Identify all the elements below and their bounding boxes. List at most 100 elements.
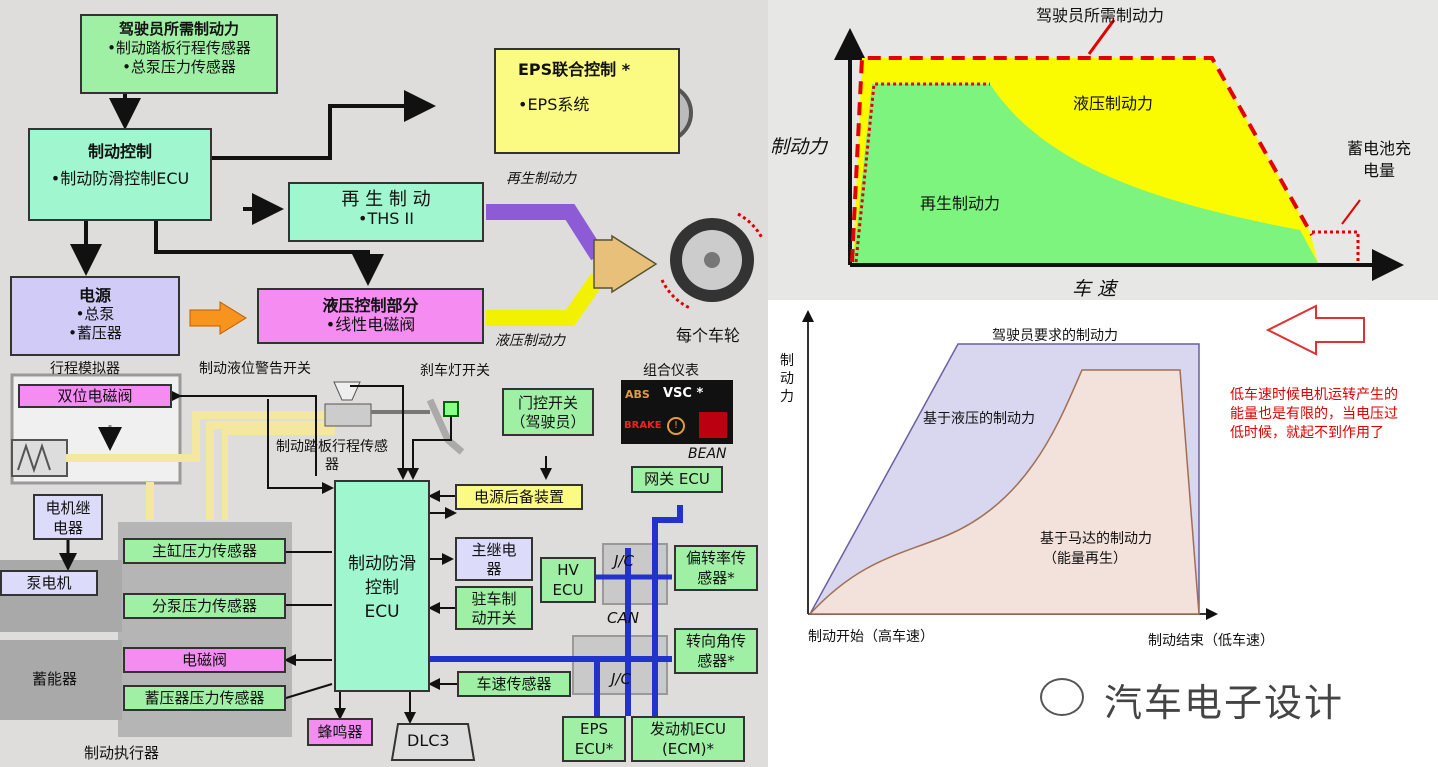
motor-relay-line2: 电器	[52, 519, 83, 537]
battery-charge-label: 蓄电池充电量	[1346, 139, 1411, 180]
top-chart-ylabel: 制动力	[770, 136, 828, 158]
junction-connector-2-label: J/C	[611, 670, 631, 688]
bottom-chart-title: 驾驶员要求的制动力	[992, 328, 1118, 344]
door-switch-line1: 门控开关	[517, 394, 578, 412]
regen-brake-box: 再 生 制 动 •THS II	[288, 182, 484, 242]
main-relay-box: 主继电 器	[455, 537, 533, 581]
skid-control-ecu-box: 制动防滑 控制 ECU	[334, 480, 430, 692]
accumulator-label: 蓄能器	[32, 670, 78, 688]
regen-area-label: 再生制动力	[920, 194, 1001, 213]
wheel-cylinder-sensor-label: 分泵压力传感器	[151, 597, 257, 615]
eps-ecu-line1: EPS	[579, 720, 609, 738]
abs-warning-icon: ABS	[625, 388, 650, 401]
master-cylinder-sensor-label: 主缸压力传感器	[151, 542, 257, 560]
solenoid-valve-box: 电磁阀	[123, 647, 286, 673]
fluid-level-switch-label: 制动液位警告开关	[199, 361, 311, 377]
wechat-logo-icon	[1040, 678, 1084, 716]
steering-angle-sensor-box: 转向角传 感器*	[674, 628, 758, 674]
power-source-line1: •总泵	[75, 305, 115, 323]
main-relay-line1: 主继电	[471, 541, 517, 559]
watermark-text: 汽车电子设计	[1104, 681, 1345, 725]
eps-coop-box: EPS联合控制 * •EPS系统	[494, 48, 680, 154]
hv-ecu-line1: HV	[557, 561, 579, 579]
pedal-sensor-line2: 器	[325, 457, 339, 473]
hydraulic-control-box: 液压控制部分 •线性电磁阀	[257, 288, 484, 344]
driver-demand-line1: •制动踏板行程传感器	[107, 39, 251, 57]
power-source-line2: •蓄压器	[68, 324, 122, 342]
door-switch-box: 门控开关 （驾驶员）	[502, 388, 594, 436]
hydraulic-based-label: 基于液压的制动力	[923, 411, 1035, 427]
wheel-cylinder-sensor-box: 分泵压力传感器	[123, 593, 286, 619]
combination-meter-panel: ABS VSC * BRAKE !	[621, 380, 733, 444]
hydraulic-force-label: 液压制动力	[495, 333, 565, 349]
vsc-warning-icon: VSC *	[663, 386, 704, 401]
engine-ecu-box: 发动机ECU (ECM)*	[631, 716, 745, 762]
top-chart-xlabel: 车 速	[1072, 278, 1117, 300]
eps-coop-line1: •EPS系统	[518, 95, 590, 114]
pump-motor-box: 泵电机	[0, 570, 98, 596]
master-cylinder-sensor-box: 主缸压力传感器	[123, 538, 286, 564]
brake-actuator-label: 制动执行器	[84, 744, 160, 762]
speed-sensor-label: 车速传感器	[476, 675, 552, 693]
solenoid-valve-label: 电磁阀	[181, 651, 227, 669]
gateway-ecu-label: 网关 ECU	[644, 470, 710, 488]
motor-relay-box: 电机继 电器	[33, 494, 103, 540]
pump-motor-label: 泵电机	[26, 574, 72, 592]
engine-ecu-line2: (ECM)*	[661, 740, 715, 758]
junction-connector-1-label: J/C	[614, 552, 634, 570]
wheel-label: 每个车轮	[676, 326, 741, 345]
x-axis-end-label: 制动结束（低车速）	[1148, 633, 1274, 649]
door-switch-line2: （驾驶员）	[510, 413, 586, 431]
buzzer-label: 蜂鸣器	[317, 723, 363, 741]
speed-sensor-box: 车速传感器	[457, 671, 571, 697]
x-axis-start-label: 制动开始（高车速）	[808, 629, 934, 645]
motor-based-label: 基于马达的制动力	[1040, 531, 1152, 547]
bottom-chart-ylabel: 制动力	[780, 353, 794, 405]
brake-circle-icon: !	[667, 417, 685, 435]
brake-warning-icon: BRAKE	[624, 420, 662, 431]
eps-ecu-line2: ECU*	[574, 740, 614, 758]
yaw-sensor-line1: 偏转率传	[685, 549, 746, 567]
skid-ecu-line2: 控制	[365, 578, 399, 598]
pedal-sensor-label: 制动踏板行程传感 器	[276, 438, 388, 474]
regen-brake-line1: •THS II	[358, 209, 414, 228]
skid-ecu-line1: 制动防滑	[348, 554, 416, 574]
accumulator-pressure-sensor-box: 蓄压器压力传感器	[123, 685, 286, 711]
gateway-ecu-box: 网关 ECU	[631, 466, 723, 493]
dual-solenoid-box: 双位电磁阀	[18, 384, 172, 408]
power-backup-box: 电源后备装置	[455, 484, 583, 510]
power-source-box: 电源 •总泵 •蓄压器	[10, 276, 180, 356]
power-backup-label: 电源后备装置	[473, 488, 564, 506]
regen-force-label: 再生制动力	[506, 171, 576, 187]
accumulator-pressure-sensor-label: 蓄压器压力传感器	[144, 689, 265, 707]
parking-switch-line1: 驻车制	[471, 590, 517, 608]
motor-relay-line1: 电机继	[45, 499, 91, 517]
driver-demand-title: 驾驶员所需制动力	[118, 20, 239, 38]
regen-brake-title: 再 生 制 动	[341, 189, 431, 210]
bean-label: BEAN	[688, 446, 727, 462]
hydraulic-control-title: 液压控制部分	[322, 296, 419, 315]
driver-demand-curve-label: 驾驶员所需制动力	[1036, 6, 1165, 25]
driver-demand-line2: •总泵压力传感器	[122, 58, 236, 76]
motor-based-sublabel: （能量再生）	[1043, 551, 1127, 567]
stroke-simulator-label: 行程模拟器	[50, 361, 120, 377]
engine-ecu-line1: 发动机ECU	[650, 720, 726, 738]
dlc3-label: DLC3	[407, 731, 450, 750]
main-relay-line2: 器	[486, 560, 502, 578]
parking-brake-switch-box: 驻车制 动开关	[455, 586, 533, 630]
skid-ecu-line3: ECU	[364, 602, 400, 622]
eps-coop-title: EPS联合控制 *	[518, 60, 631, 79]
steer-sensor-line1: 转向角传	[685, 632, 746, 650]
parking-switch-line2: 动开关	[471, 609, 517, 627]
buzzer-box: 蜂鸣器	[307, 718, 373, 746]
low-speed-note: 低车速时候电机运转产生的能量也是有限的，当电压过低时候，就起不到作用了	[1230, 387, 1398, 441]
yaw-sensor-line2: 感器*	[697, 569, 735, 587]
brake-control-box: 制动控制 •制动防滑控制ECU	[28, 128, 212, 221]
pedal-sensor-line1: 制动踏板行程传感	[276, 439, 388, 455]
hydraulic-area-label: 液压制动力	[1073, 94, 1154, 113]
brake-control-line1: •制动防滑控制ECU	[50, 169, 190, 188]
hv-ecu-box: HV ECU	[540, 557, 596, 603]
hydraulic-control-line1: •线性电磁阀	[325, 315, 416, 334]
hv-ecu-line2: ECU	[552, 581, 584, 599]
